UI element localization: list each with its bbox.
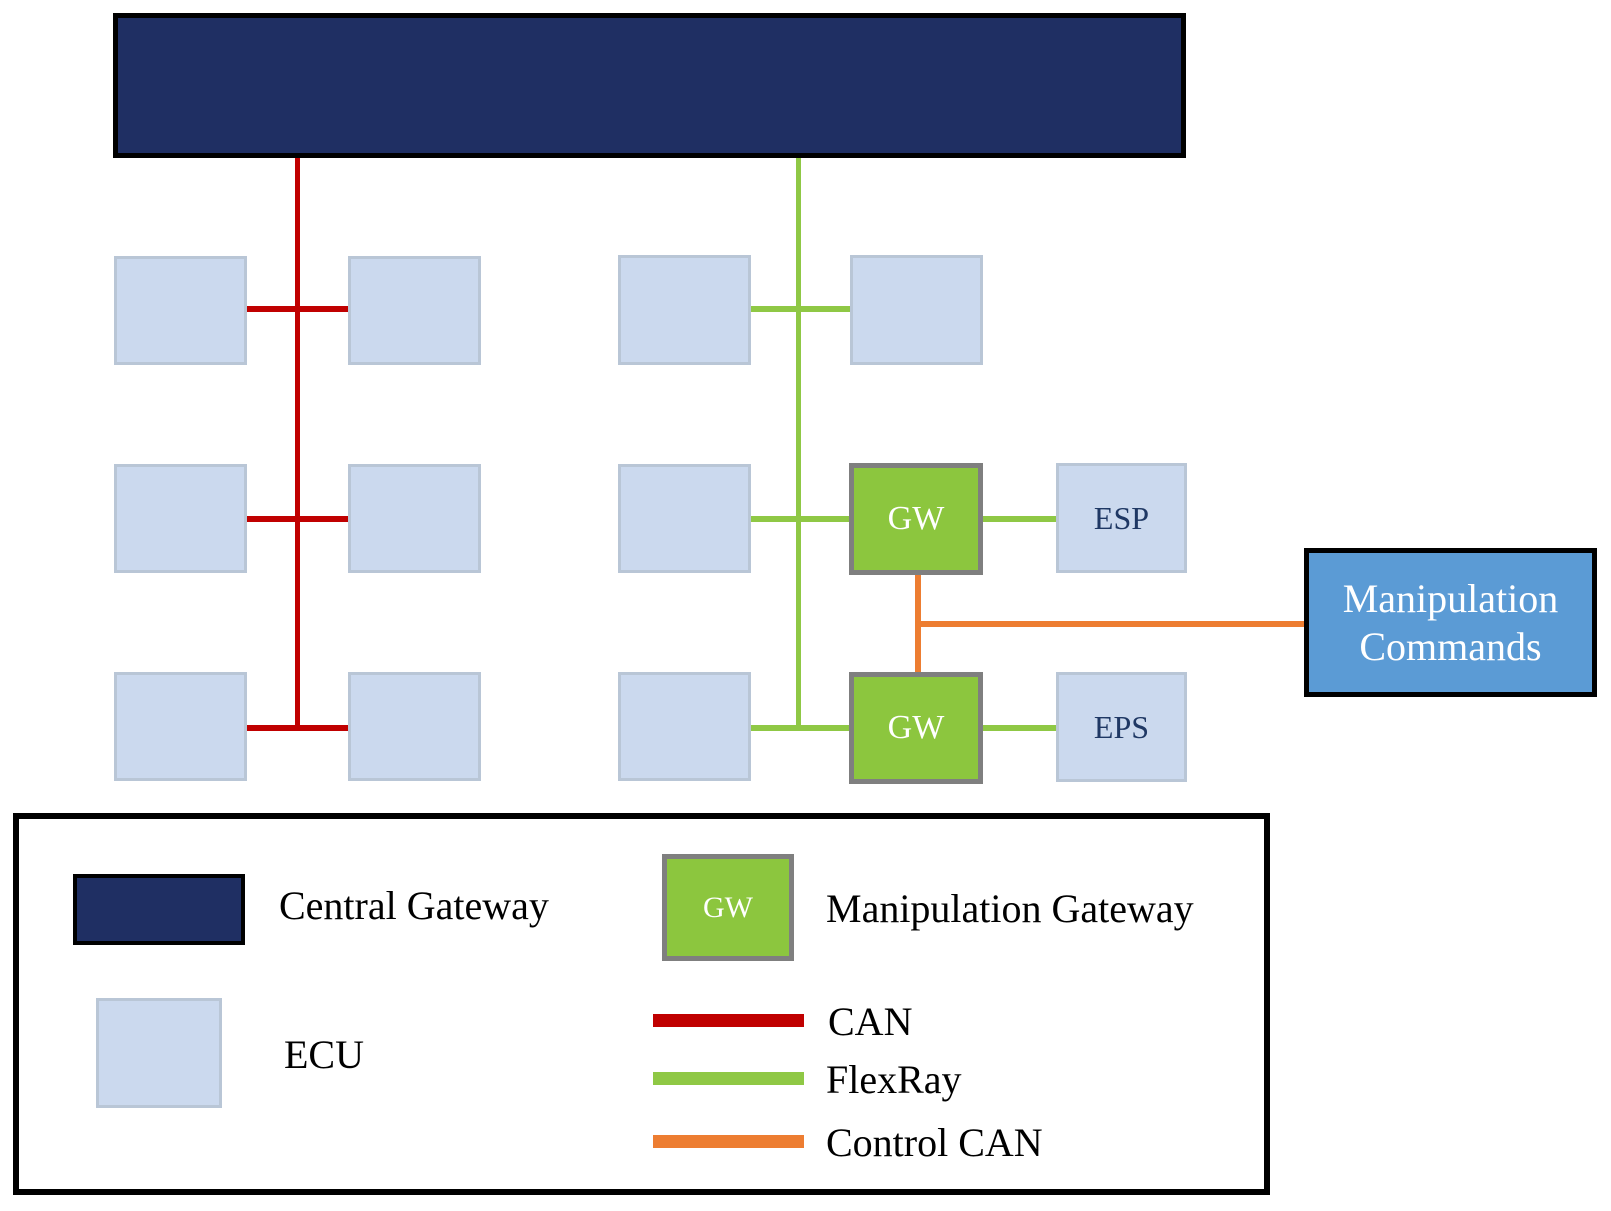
legend-ecu-label: ECU: [284, 1032, 364, 1077]
can-bus-trunk-line: [295, 158, 300, 731]
legend-central-gateway-swatch: [73, 874, 245, 945]
manipulation-gateway-box-upper: GW: [849, 463, 983, 575]
legend: Central Gateway GW Manipulation Gateway …: [13, 813, 1270, 1195]
gateway-label: GW: [887, 709, 945, 746]
legend-manipulation-gateway-swatch: GW: [662, 854, 794, 961]
legend-can-label: CAN: [828, 999, 913, 1044]
legend-can-line-swatch: [653, 1014, 804, 1027]
flexray-branch-line: [750, 725, 850, 731]
eps-label: EPS: [1093, 708, 1150, 745]
legend-control-can-line-swatch: [653, 1135, 804, 1148]
can-bus-branch-line: [247, 516, 349, 522]
ecu-box: [850, 255, 983, 365]
control-can-horizontal-line: [915, 621, 1305, 627]
legend-central-gateway-label: Central Gateway: [279, 883, 549, 928]
legend-manipulation-gateway-label: Manipulation Gateway: [826, 886, 1194, 931]
legend-flexray-label: FlexRay: [826, 1057, 962, 1102]
flexray-branch-line: [750, 516, 850, 522]
eps-box: EPS: [1056, 672, 1187, 782]
legend-control-can-label: Control CAN: [826, 1120, 1043, 1165]
ecu-box: [348, 256, 481, 365]
ecu-box: [114, 256, 247, 365]
ecu-box: [618, 255, 751, 365]
esp-label: ESP: [1093, 499, 1150, 536]
flexray-gw-esp-line: [982, 516, 1057, 522]
ecu-box: [114, 464, 247, 573]
manipulation-commands-label: Manipulation Commands: [1342, 575, 1559, 669]
ecu-box: [114, 672, 247, 781]
ecu-box: [618, 672, 751, 781]
legend-ecu-swatch: [96, 998, 222, 1108]
esp-box: ESP: [1056, 463, 1187, 573]
manipulation-commands-box: Manipulation Commands: [1304, 548, 1597, 697]
flexray-gw-eps-line: [982, 725, 1057, 731]
legend-gw-label: GW: [703, 890, 753, 924]
manipulation-gateway-box-lower: GW: [849, 672, 983, 784]
flexray-branch-line: [750, 306, 851, 312]
can-bus-branch-line: [247, 306, 349, 312]
ecu-box: [618, 464, 751, 573]
central-gateway-bar: [113, 13, 1186, 158]
legend-flexray-line-swatch: [653, 1072, 804, 1085]
can-bus-branch-line: [247, 725, 349, 731]
ecu-box: [348, 464, 481, 573]
flexray-bus-trunk-line: [796, 158, 801, 731]
gateway-label: GW: [887, 500, 945, 537]
ecu-box: [348, 672, 481, 781]
